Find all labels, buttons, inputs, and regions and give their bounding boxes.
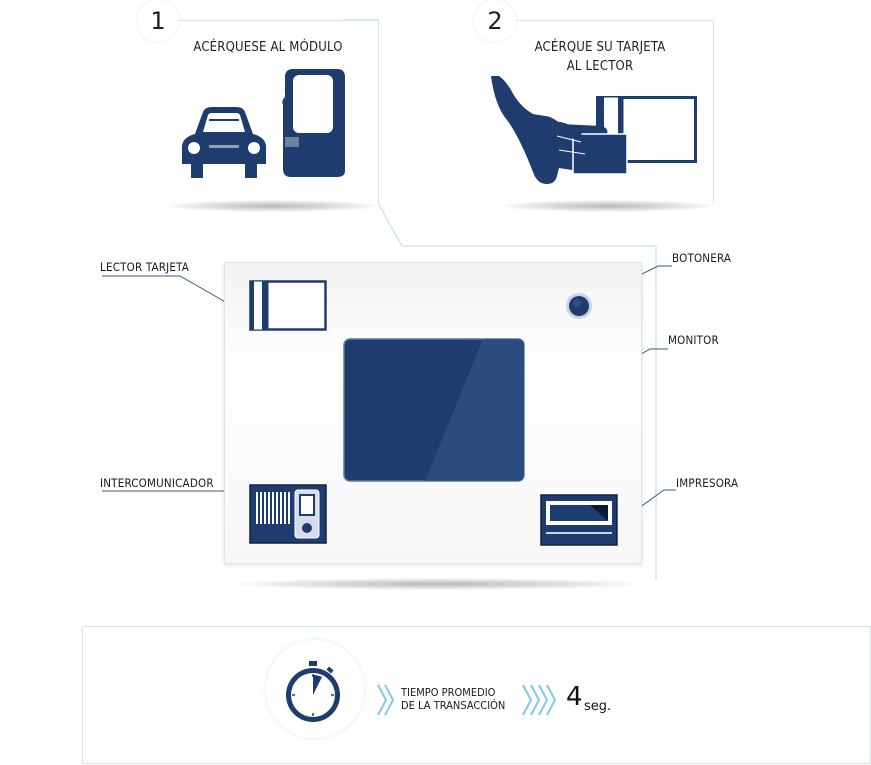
average-time-line2: DE LA TRANSACCIÓN — [401, 699, 506, 712]
step2-text-line2: AL LECTOR — [566, 59, 634, 74]
intercom-icon — [249, 484, 327, 544]
card-reader-icon — [249, 280, 327, 331]
hand-card-icon — [491, 76, 628, 184]
button-icon — [566, 293, 592, 319]
label-botonera: BOTONERA — [672, 251, 732, 265]
average-time-line1: TIEMPO PROMEDIO — [401, 686, 496, 699]
label-impresora: IMPRESORA — [676, 476, 739, 490]
average-time-unit: seg. — [584, 699, 612, 714]
car-icon — [182, 107, 266, 178]
label-intercomunicador: INTERCOMUNICADOR — [100, 476, 214, 490]
chevron-right-icon — [377, 684, 395, 716]
stopwatch-icon — [286, 661, 340, 722]
chevron-right-icon — [522, 684, 557, 716]
average-time-value: 4 — [566, 682, 583, 712]
step1-shadow — [165, 200, 380, 212]
monitor-icon — [343, 338, 525, 482]
step2-number: 2 — [474, 0, 516, 42]
label-lector-tarjeta: LECTOR TARJETA — [100, 260, 190, 274]
step2-text-line1: ACÉRQUE SU TARJETA — [534, 40, 666, 55]
printer-icon — [540, 494, 618, 546]
step1-number: 1 — [137, 0, 179, 42]
module-shadow — [232, 578, 642, 590]
average-time-label: TIEMPO PROMEDIO DE LA TRANSACCIÓN — [401, 686, 505, 712]
label-monitor: MONITOR — [668, 333, 719, 347]
step2-shadow — [500, 200, 715, 212]
kiosk-icon — [282, 69, 345, 177]
step1-text: ACÉRQUESE AL MÓDULO — [193, 40, 343, 55]
summary-panel — [82, 626, 871, 764]
